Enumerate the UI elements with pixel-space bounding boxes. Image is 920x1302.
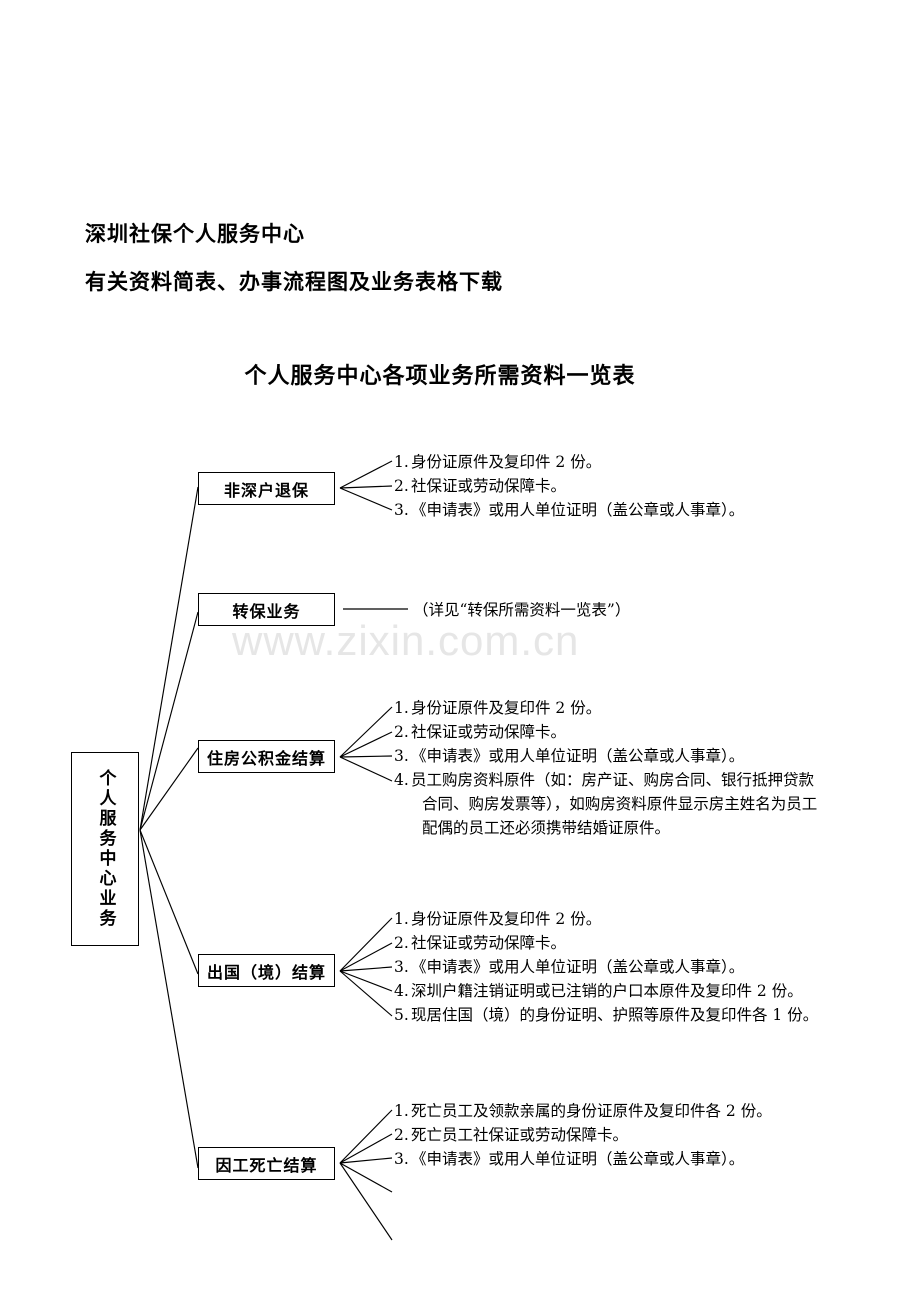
requirement-item: 4. 员工购房资料原件（如：房产证、购房合同、银行抵押贷款: [394, 768, 817, 792]
requirement-text: 《申请表》或用人单位证明（盖公章或人事章）。: [411, 501, 745, 519]
connector-b5-item-3: [339, 1157, 393, 1164]
requirements-list-branch-5: 1. 死亡员工及领款亲属的身份证原件及复印件各 2 份。 2. 死亡员工社保证或…: [394, 1099, 772, 1171]
requirement-item: 1. 死亡员工及领款亲属的身份证原件及复印件各 2 份。: [394, 1099, 772, 1123]
requirement-item: 3. 《申请表》或用人单位证明（盖公章或人事章）。: [394, 955, 818, 979]
connector-b3-item-2: [339, 731, 393, 758]
requirement-number: 1.: [394, 699, 409, 717]
requirement-text: 社保证或劳动保障卡。: [411, 934, 567, 952]
requirements-list-branch-1: 1. 身份证原件及复印件 2 份。 2. 社保证或劳动保障卡。 3. 《申请表》…: [394, 450, 744, 522]
connector-b5-item-2: [339, 1133, 393, 1164]
root-node-personal-service-center[interactable]: 个人服务中心业务: [71, 752, 139, 946]
connector-b4-item-4: [339, 970, 393, 992]
requirement-text: 身份证原件及复印件 2 份。: [411, 910, 602, 928]
requirement-text: 身份证原件及复印件 2 份。: [411, 453, 602, 471]
connector-b4-item-3: [339, 966, 393, 972]
branch-node-non-shenzhen-refund[interactable]: 非深户退保: [198, 472, 335, 505]
requirement-number: 5.: [394, 1006, 409, 1024]
requirement-item: 3. 《申请表》或用人单位证明（盖公章或人事章）。: [394, 498, 744, 522]
connector-root-to-branch-3: [139, 747, 199, 831]
requirement-item: 4. 深圳户籍注销证明或已注销的户口本原件及复印件 2 份。: [394, 979, 818, 1003]
requirement-text: 社保证或劳动保障卡。: [411, 477, 567, 495]
connector-b5-item-4: [339, 1162, 393, 1193]
requirement-number: 3.: [394, 747, 409, 765]
requirement-item: 1. 身份证原件及复印件 2 份。: [394, 696, 817, 720]
requirement-continuation-line: 配偶的员工还必须携带结婚证原件。: [422, 819, 671, 837]
requirement-item: 2. 死亡员工社保证或劳动保障卡。: [394, 1123, 772, 1147]
connector-root-to-branch-2: [139, 611, 199, 831]
requirement-number: 2.: [394, 1126, 409, 1144]
requirement-item: 1. 身份证原件及复印件 2 份。: [394, 450, 744, 474]
connector-root-to-branch-1: [139, 486, 199, 831]
connector-b1-item-2: [339, 485, 393, 489]
connector-root-to-branch-5: [139, 829, 199, 1169]
branch-node-label: 出国（境）结算: [206, 962, 326, 982]
root-node-label: 个人服务中心业务: [95, 769, 116, 929]
connector-b3-item-3: [339, 755, 393, 758]
requirement-text: 死亡员工及领款亲属的身份证原件及复印件各 2 份。: [411, 1102, 772, 1120]
requirement-text: 《申请表》或用人单位证明（盖公章或人事章）。: [411, 958, 745, 976]
page-title: 个人服务中心各项业务所需资料一览表: [244, 363, 636, 389]
connector-b3-item-4: [339, 756, 393, 782]
branch-node-housing-fund-settlement[interactable]: 住房公积金结算: [198, 740, 335, 773]
requirement-item: 5. 现居住国（境）的身份证明、护照等原件及复印件各 1 份。: [394, 1003, 818, 1027]
branch-node-label: 因工死亡结算: [215, 1155, 318, 1175]
requirement-text: 现居住国（境）的身份证明、护照等原件及复印件各 1 份。: [411, 1006, 819, 1024]
requirements-list-branch-3: 1. 身份证原件及复印件 2 份。 2. 社保证或劳动保障卡。 3. 《申请表》…: [394, 696, 817, 840]
requirement-text: 死亡员工社保证或劳动保障卡。: [411, 1126, 629, 1144]
document-heading-line-2: 有关资料简表、办事流程图及业务表格下载: [85, 269, 503, 294]
requirement-number: 3.: [394, 501, 409, 519]
connector-b4-item-1: [339, 917, 393, 972]
requirement-text: 《申请表》或用人单位证明（盖公章或人事章）。: [411, 1150, 745, 1168]
requirement-item: 3. 《申请表》或用人单位证明（盖公章或人事章）。: [394, 1147, 772, 1171]
requirement-text: 社保证或劳动保障卡。: [411, 723, 567, 741]
connector-b5-item-1: [339, 1109, 393, 1164]
requirement-number: 1.: [394, 1102, 409, 1120]
connector-b1-item-3: [339, 487, 393, 511]
requirement-number: 3.: [394, 1150, 409, 1168]
requirement-number: 4.: [394, 982, 409, 1000]
branch-node-label: 非深户退保: [223, 480, 309, 500]
requirement-item: 2. 社保证或劳动保障卡。: [394, 931, 818, 955]
requirement-text: 《申请表》或用人单位证明（盖公章或人事章）。: [411, 747, 745, 765]
requirement-text: 员工购房资料原件（如：房产证、购房合同、银行抵押贷款: [411, 771, 815, 789]
document-heading-line-1: 深圳社保个人服务中心: [85, 221, 305, 246]
requirement-number: 1.: [394, 453, 409, 471]
requirement-number: 4.: [394, 771, 409, 789]
requirement-text: 深圳户籍注销证明或已注销的户口本原件及复印件 2 份。: [411, 982, 803, 1000]
connector-b4-item-5: [339, 970, 393, 1017]
connector-b5-item-5: [339, 1162, 393, 1241]
connector-root-to-branch-4: [139, 829, 199, 975]
requirement-number: 2.: [394, 934, 409, 952]
requirement-item: 2. 社保证或劳动保障卡。: [394, 474, 744, 498]
requirement-item: 1. 身份证原件及复印件 2 份。: [394, 907, 818, 931]
branch-node-label: 住房公积金结算: [206, 748, 326, 768]
branch-node-label: 转保业务: [232, 601, 301, 621]
requirements-list-branch-4: 1. 身份证原件及复印件 2 份。 2. 社保证或劳动保障卡。 3. 《申请表》…: [394, 907, 818, 1027]
branch-node-work-death-settlement[interactable]: 因工死亡结算: [198, 1147, 335, 1180]
requirement-number: 2.: [394, 477, 409, 495]
branch-node-overseas-settlement[interactable]: 出国（境）结算: [198, 954, 335, 987]
requirement-item: 2. 社保证或劳动保障卡。: [394, 720, 817, 744]
requirement-continuation-line: 合同、购房发票等），如购房资料原件显示房主姓名为员工: [422, 795, 818, 813]
branch-node-transfer-insurance[interactable]: 转保业务: [198, 593, 335, 626]
requirement-number: 3.: [394, 958, 409, 976]
requirement-text: 身份证原件及复印件 2 份。: [411, 699, 602, 717]
requirement-number: 1.: [394, 910, 409, 928]
connector-b4-item-2: [339, 942, 393, 972]
note-branch-2: （详见“转保所需资料一览表”）: [413, 601, 631, 619]
requirement-number: 2.: [394, 723, 409, 741]
requirement-item: 3. 《申请表》或用人单位证明（盖公章或人事章）。: [394, 744, 817, 768]
connector-b1-item-1: [339, 460, 393, 489]
connector-b3-item-1: [339, 706, 393, 758]
